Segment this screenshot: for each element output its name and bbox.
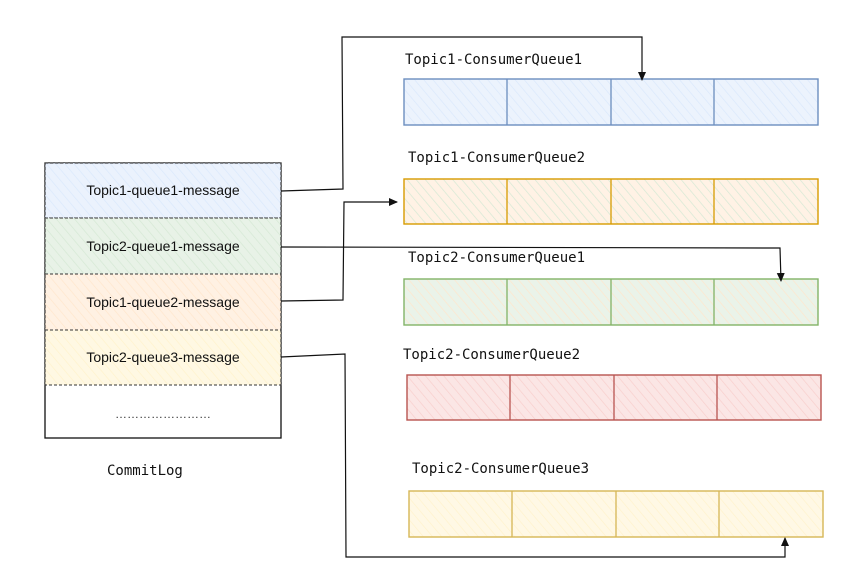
consumer-queue [403, 78, 819, 126]
commitlog-message-label: Topic2-queue3-message [86, 349, 240, 365]
queue-label: Topic1-ConsumerQueue1 [405, 52, 583, 68]
commitlog-message-row: Topic2-queue1-message [44, 217, 282, 275]
queue-label: Topic2-ConsumerQueue1 [408, 250, 586, 266]
queue-label: Topic1-ConsumerQueue2 [408, 150, 586, 166]
commitlog-message-row: Topic2-queue3-message [44, 329, 282, 386]
consumer-queue [403, 278, 819, 326]
queue-label: Topic2-ConsumerQueue3 [412, 461, 590, 477]
connector-topic1-queue2 [280, 198, 398, 302]
commitlog-message-row: Topic1-queue2-message [44, 273, 282, 331]
consumer-queue [408, 490, 824, 538]
commitlog-message-label: Topic1-queue2-message [86, 294, 240, 310]
consumer-queue [403, 178, 819, 225]
commitlog-title: CommitLog [107, 463, 183, 479]
connector-topic1-queue1 [280, 36, 646, 192]
connector-topic2-queue1 [280, 246, 785, 282]
connector-topic2-queue3 [280, 353, 789, 558]
consumer-queue [406, 374, 822, 421]
commitlog-message-label: Topic2-queue1-message [86, 238, 240, 254]
commitlog-ellipsis: …………………… [115, 407, 211, 421]
commitlog-message-row: Topic1-queue1-message [44, 162, 282, 219]
queue-label: Topic2-ConsumerQueue2 [403, 347, 581, 363]
commitlog-message-label: Topic1-queue1-message [86, 182, 240, 198]
commitlog-stack: Topic1-queue1-message Topic2-queue1-mess… [44, 162, 282, 439]
connectors [280, 36, 789, 558]
